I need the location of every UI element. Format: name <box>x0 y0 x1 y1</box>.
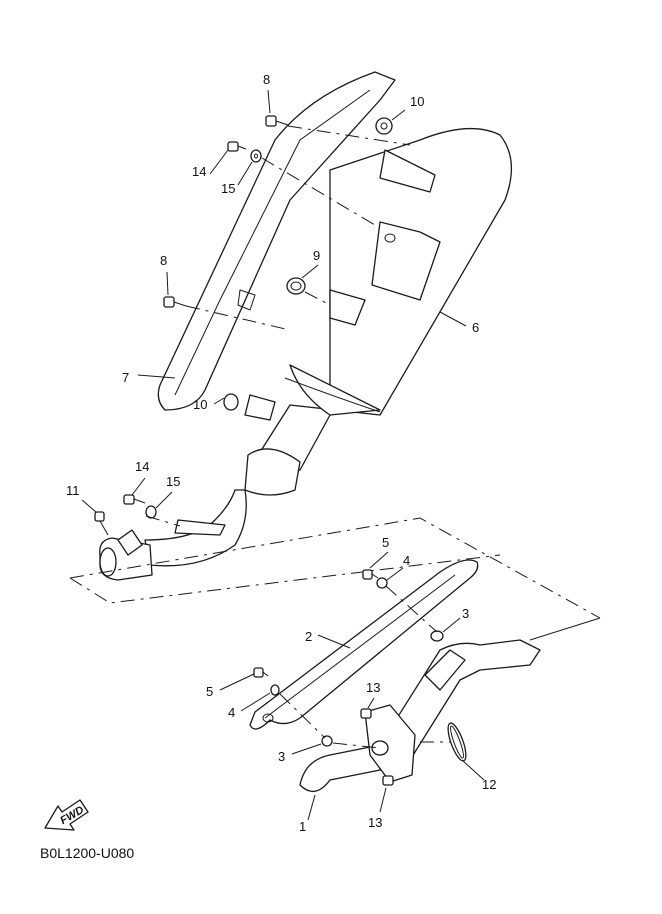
muffler-protector-part-7[interactable] <box>157 71 396 411</box>
callout-1: 1 <box>299 819 306 834</box>
callout-7: 7 <box>122 370 129 385</box>
callout-5: 5 <box>382 535 389 550</box>
bolt-part-14-upper[interactable] <box>227 141 247 152</box>
leader-lines <box>81 89 485 821</box>
callout-5: 5 <box>206 684 213 699</box>
callout-14: 14 <box>192 164 206 179</box>
callout-4: 4 <box>403 553 410 568</box>
assembly-reference-line <box>529 617 601 641</box>
bolt-part-11[interactable] <box>94 511 109 536</box>
washer-part-15-upper[interactable] <box>250 149 262 163</box>
callout-3: 3 <box>462 606 469 621</box>
callout-12: 12 <box>482 777 496 792</box>
damper-part-3-lower[interactable] <box>321 735 333 747</box>
diagram-reference-code: B0L1200-U080 <box>40 845 135 861</box>
collar-part-9[interactable] <box>286 277 306 295</box>
callout-9: 9 <box>313 248 320 263</box>
callout-15: 15 <box>221 181 235 196</box>
washer-part-15-lower[interactable] <box>145 505 157 519</box>
pipe-protector-part-2[interactable] <box>249 559 479 730</box>
muffler-part-6[interactable] <box>244 127 513 496</box>
bolt-part-8-upper[interactable] <box>265 115 289 127</box>
callout-2: 2 <box>305 629 312 644</box>
nut-part-13-lower[interactable] <box>382 775 394 786</box>
callout-4: 4 <box>228 705 235 720</box>
callout-8: 8 <box>263 72 270 87</box>
exhaust-pipe-part-1[interactable] <box>299 639 541 792</box>
callout-13: 13 <box>366 680 380 695</box>
fwd-label: FWD <box>58 804 86 827</box>
callout-8: 8 <box>160 253 167 268</box>
exhaust-pipe-upper[interactable] <box>99 489 247 581</box>
damper-part-10-lower[interactable] <box>223 393 239 411</box>
callout-13: 13 <box>368 815 382 830</box>
callout-labels: 8 10 14 15 8 9 6 7 10 14 15 11 5 4 3 2 5… <box>66 72 496 834</box>
callout-10: 10 <box>193 397 207 412</box>
gasket-part-12[interactable] <box>445 721 470 763</box>
callout-11: 11 <box>66 483 80 498</box>
callout-6: 6 <box>472 320 479 335</box>
bolt-part-5-upper[interactable] <box>362 569 379 580</box>
damper-part-3-upper[interactable] <box>430 630 444 642</box>
callout-3: 3 <box>278 749 285 764</box>
assembly-reference-line <box>69 517 601 619</box>
bolt-part-5-lower[interactable] <box>253 667 269 678</box>
callout-14: 14 <box>135 459 149 474</box>
callout-15: 15 <box>166 474 180 489</box>
washer-part-4-upper[interactable] <box>376 577 388 589</box>
bolt-part-14-lower[interactable] <box>123 494 146 505</box>
damper-part-10-upper[interactable] <box>375 117 393 135</box>
fwd-direction-arrow-icon: FWD <box>44 799 89 831</box>
callout-10: 10 <box>410 94 424 109</box>
bolt-part-8-lower[interactable] <box>163 296 187 308</box>
nut-part-13-upper[interactable] <box>360 708 372 719</box>
washer-part-4-lower[interactable] <box>270 684 280 696</box>
